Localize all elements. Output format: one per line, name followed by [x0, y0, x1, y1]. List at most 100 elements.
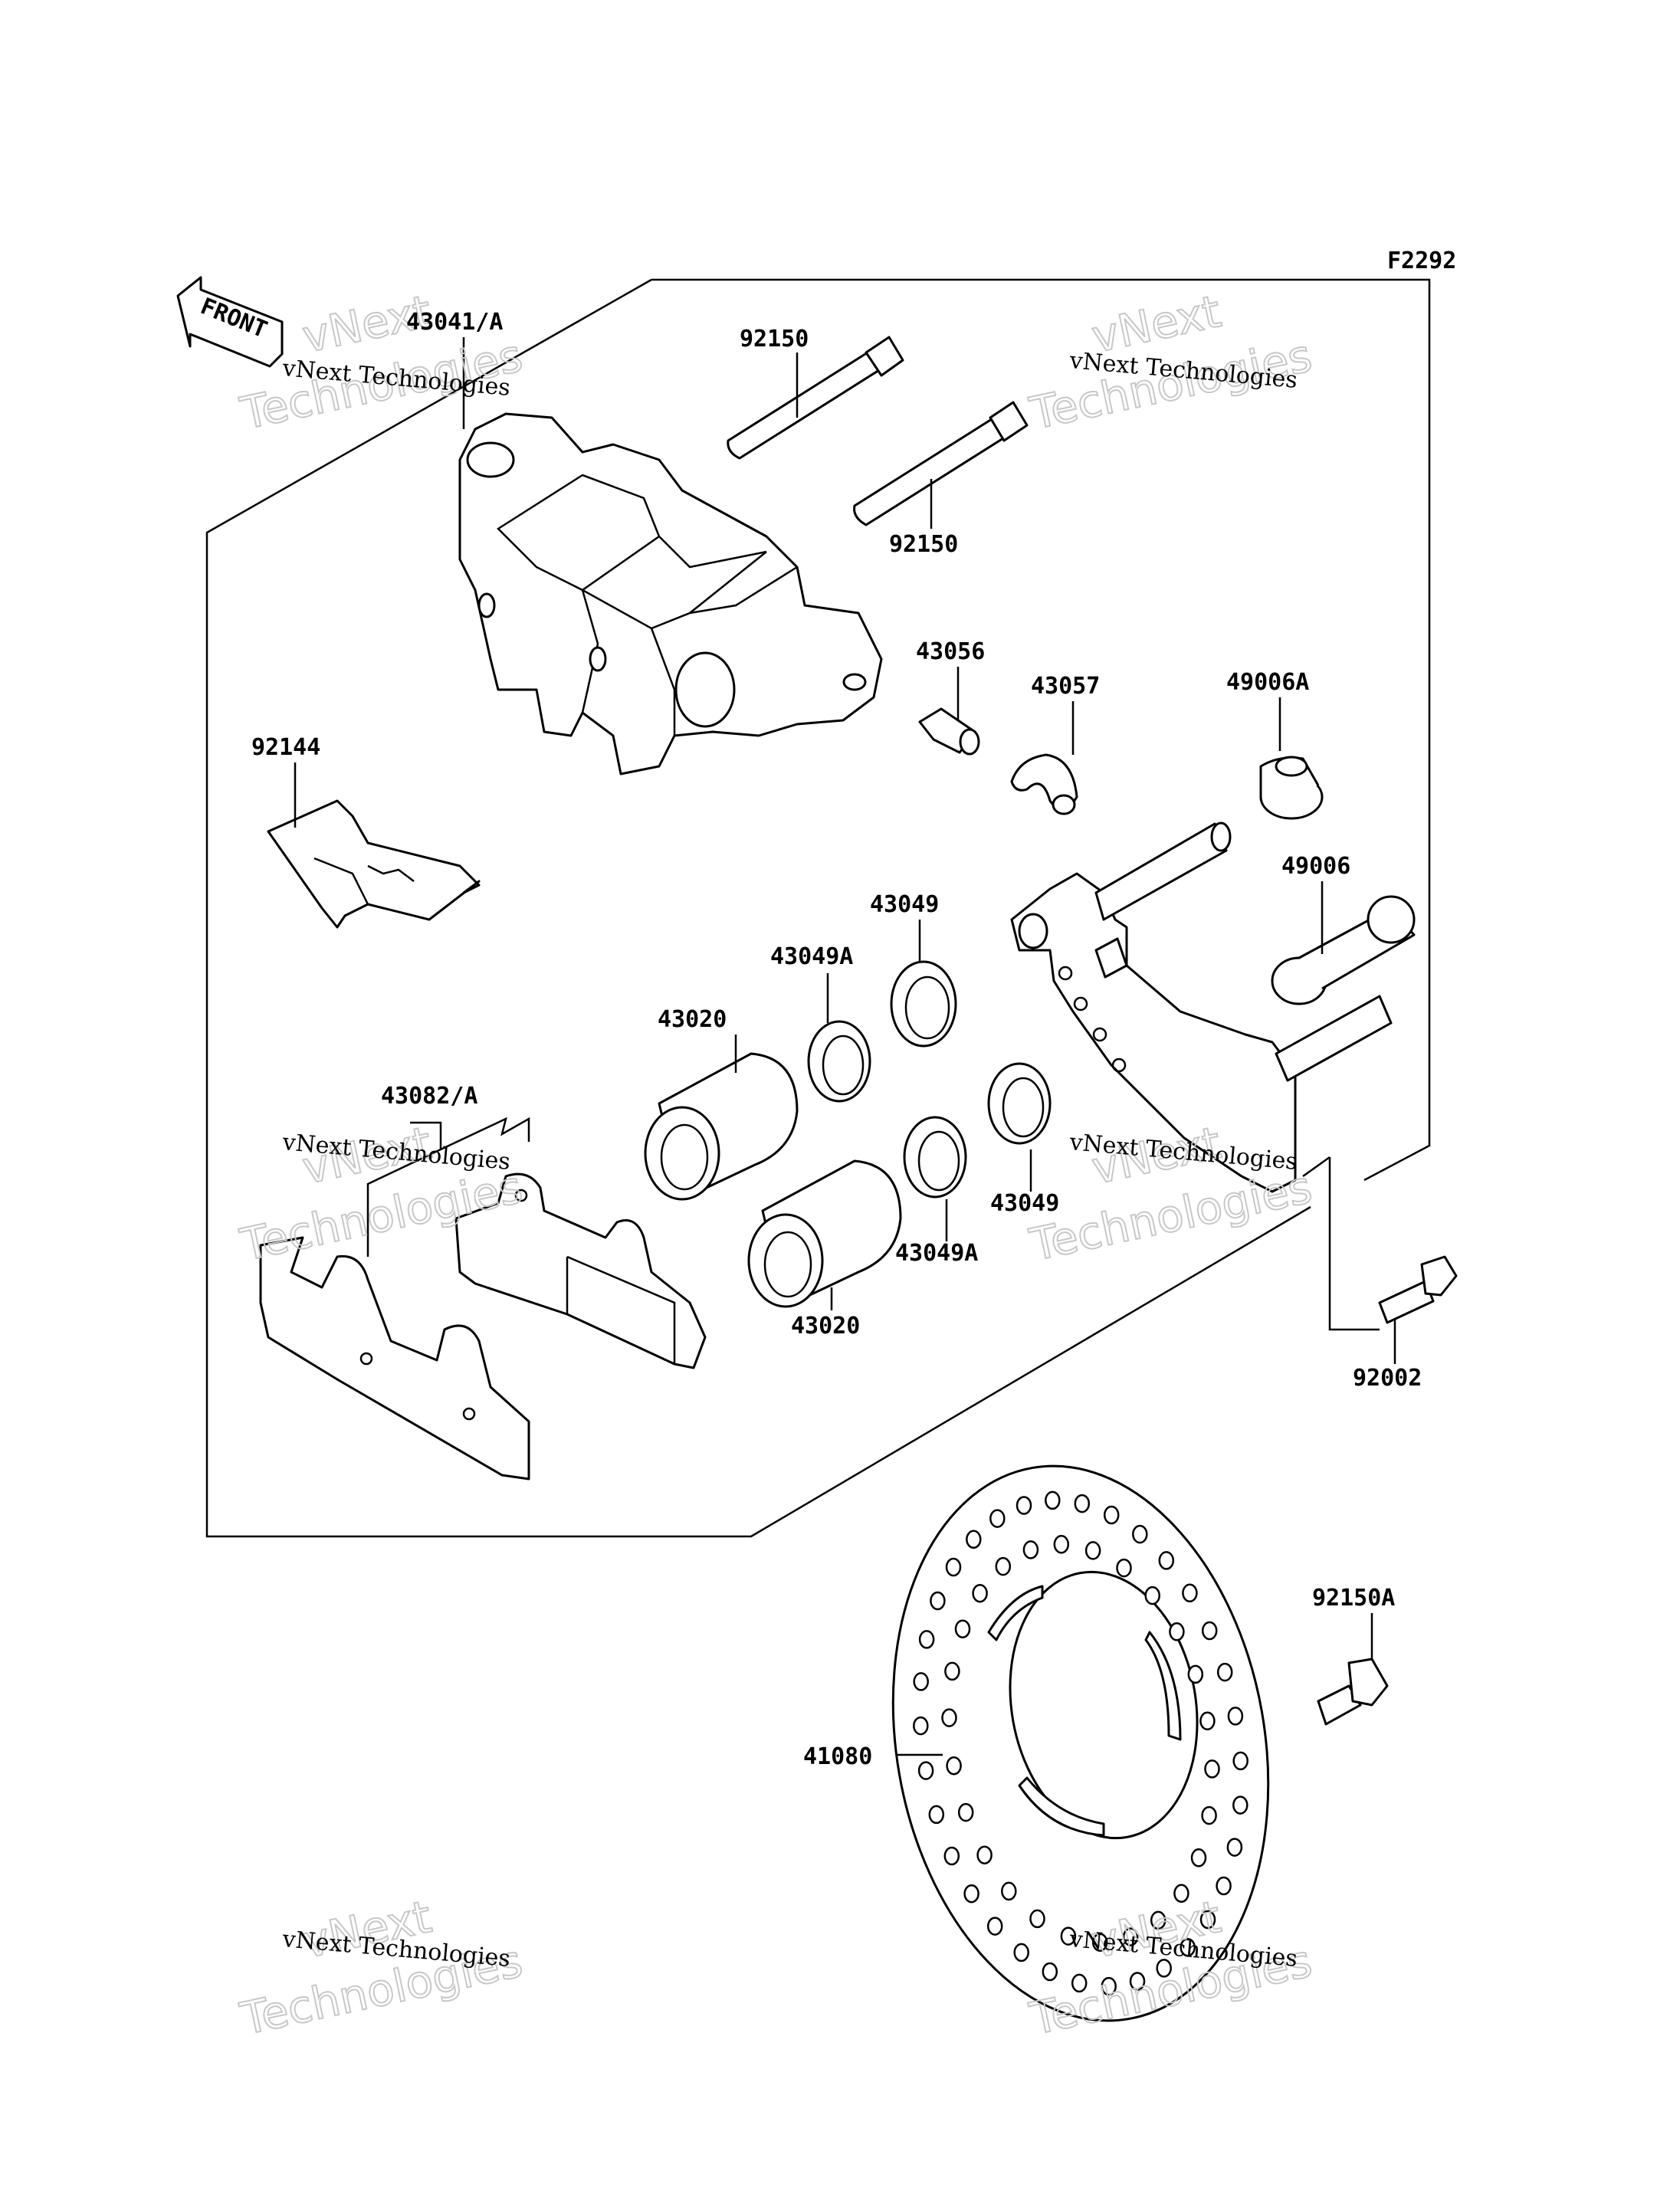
disc-hole [1201, 1805, 1217, 1825]
disc-hole [963, 1884, 979, 1904]
disc-hole [1084, 1541, 1101, 1560]
disc-hole [1187, 1664, 1204, 1684]
disc-hole [1016, 1496, 1032, 1515]
disc-hole [946, 1756, 962, 1776]
disc-hole [1074, 1494, 1091, 1513]
disc-hole [1071, 1973, 1088, 1993]
disc-hole [1060, 1926, 1077, 1946]
callout-92002: 92002 [1353, 1365, 1422, 1392]
disc-hole [1029, 1909, 1045, 1929]
disc-hole [1045, 1490, 1061, 1510]
brake-pad-front [259, 1236, 530, 1481]
disc-hole [989, 1509, 1006, 1528]
pad-spring-92144 [267, 799, 481, 929]
disc-hole [1132, 1524, 1148, 1544]
disc-hole [913, 1716, 929, 1736]
disc-hole [1101, 1976, 1117, 1996]
disc-hole [1180, 1937, 1196, 1957]
callout-49006: 49006 [1281, 853, 1350, 880]
disc-hole [1042, 1962, 1058, 1982]
callout-43056: 43056 [916, 638, 985, 665]
disc-hole [972, 1583, 988, 1603]
disc-hole [913, 1672, 929, 1691]
disc-hole [1001, 1881, 1017, 1901]
disc-hole [1022, 1540, 1039, 1559]
brake-pad-rear [454, 1172, 707, 1369]
disc-hole [918, 1630, 935, 1649]
disc-hole [941, 1708, 957, 1727]
callout-43049A-bot: 43049A [895, 1240, 978, 1267]
disc-hole [966, 1530, 982, 1549]
callout-43082A: 43082/A [381, 1083, 477, 1110]
bolt-49006 [1271, 895, 1416, 1005]
disc-hole [1013, 1943, 1029, 1963]
front-arrow-icon: FRONT [176, 276, 284, 368]
disc-hole [1091, 1933, 1108, 1952]
seal-43049A-top [807, 1020, 871, 1103]
caliper-bracket [1010, 821, 1393, 1193]
callout-43041A: 43041/A [406, 309, 503, 336]
disc-hole [995, 1556, 1012, 1576]
bleeder-cap-43057 [1010, 753, 1078, 815]
disc-hole [1182, 1583, 1198, 1603]
disc-hole [1201, 1621, 1218, 1641]
callout-43057: 43057 [1031, 673, 1100, 700]
disc-hole [1169, 1622, 1185, 1641]
callout-43049-top: 43049 [870, 891, 939, 918]
disc-hole [1173, 1884, 1189, 1904]
callout-43049-bot: 43049 [990, 1190, 1059, 1217]
disc-hole [944, 1661, 960, 1681]
piston-43020-bot [747, 1159, 902, 1308]
disc-hole [1226, 1838, 1243, 1857]
leader-lines [294, 337, 1396, 1756]
disc-hole [1216, 1876, 1232, 1896]
caliper-body [458, 412, 883, 776]
disc-hole [1199, 1711, 1216, 1731]
bleeder-valve-43056 [918, 707, 980, 756]
disc-hole [1216, 1662, 1233, 1682]
disc-hole [1103, 1505, 1120, 1525]
disc-hole [1144, 1585, 1160, 1605]
brake-disc-41080 [891, 1464, 1270, 2022]
callout-41080: 41080 [803, 1743, 872, 1770]
disc-hole [917, 1761, 934, 1780]
seal-43049-top [890, 960, 957, 1048]
disc-hole [945, 1557, 962, 1577]
callout-92144: 92144 [251, 734, 320, 761]
disc-hole [986, 1917, 1003, 1936]
disc-hole [1156, 1959, 1172, 1978]
assembly-outline [205, 278, 1431, 1538]
callout-92150-top: 92150 [740, 326, 809, 353]
disc-hole [1232, 1795, 1249, 1815]
disc-hole [1053, 1535, 1070, 1554]
disc-hole [930, 1591, 946, 1611]
disc-hole [1204, 1759, 1220, 1779]
disc-hole [1158, 1551, 1175, 1570]
figure-code: F2292 [1387, 248, 1456, 274]
callout-labels: 43041/A 92150 92150 43056 43057 49006A 9… [251, 309, 1422, 1770]
seal-43049-bot [987, 1062, 1052, 1145]
callout-92150A: 92150A [1312, 1585, 1395, 1612]
disc-hole [1227, 1707, 1244, 1726]
disc-hole [976, 1845, 993, 1864]
piston-43020-top [644, 1052, 799, 1201]
disc-hole [957, 1802, 974, 1822]
disc-hole [1199, 1910, 1216, 1930]
disc-hole [1190, 1848, 1207, 1867]
bolt-92002 [1378, 1255, 1458, 1324]
disc-hole [1150, 1910, 1166, 1930]
callout-49006A: 49006A [1226, 669, 1309, 696]
bolt-92150A [1317, 1658, 1389, 1726]
bushing-49006A [1259, 756, 1324, 820]
callout-92150-mid: 92150 [889, 531, 958, 558]
disc-hole [1232, 1751, 1249, 1771]
seal-43049A-bot [903, 1116, 967, 1199]
pin-92150-mid [853, 401, 1029, 526]
disc-hole [1129, 1972, 1146, 1991]
callout-43049A-top: 43049A [770, 943, 853, 970]
disc-holes [913, 1490, 1249, 1996]
callout-43020-bot: 43020 [791, 1313, 860, 1340]
disc-hole [1116, 1558, 1132, 1578]
disc-hole [928, 1805, 945, 1825]
